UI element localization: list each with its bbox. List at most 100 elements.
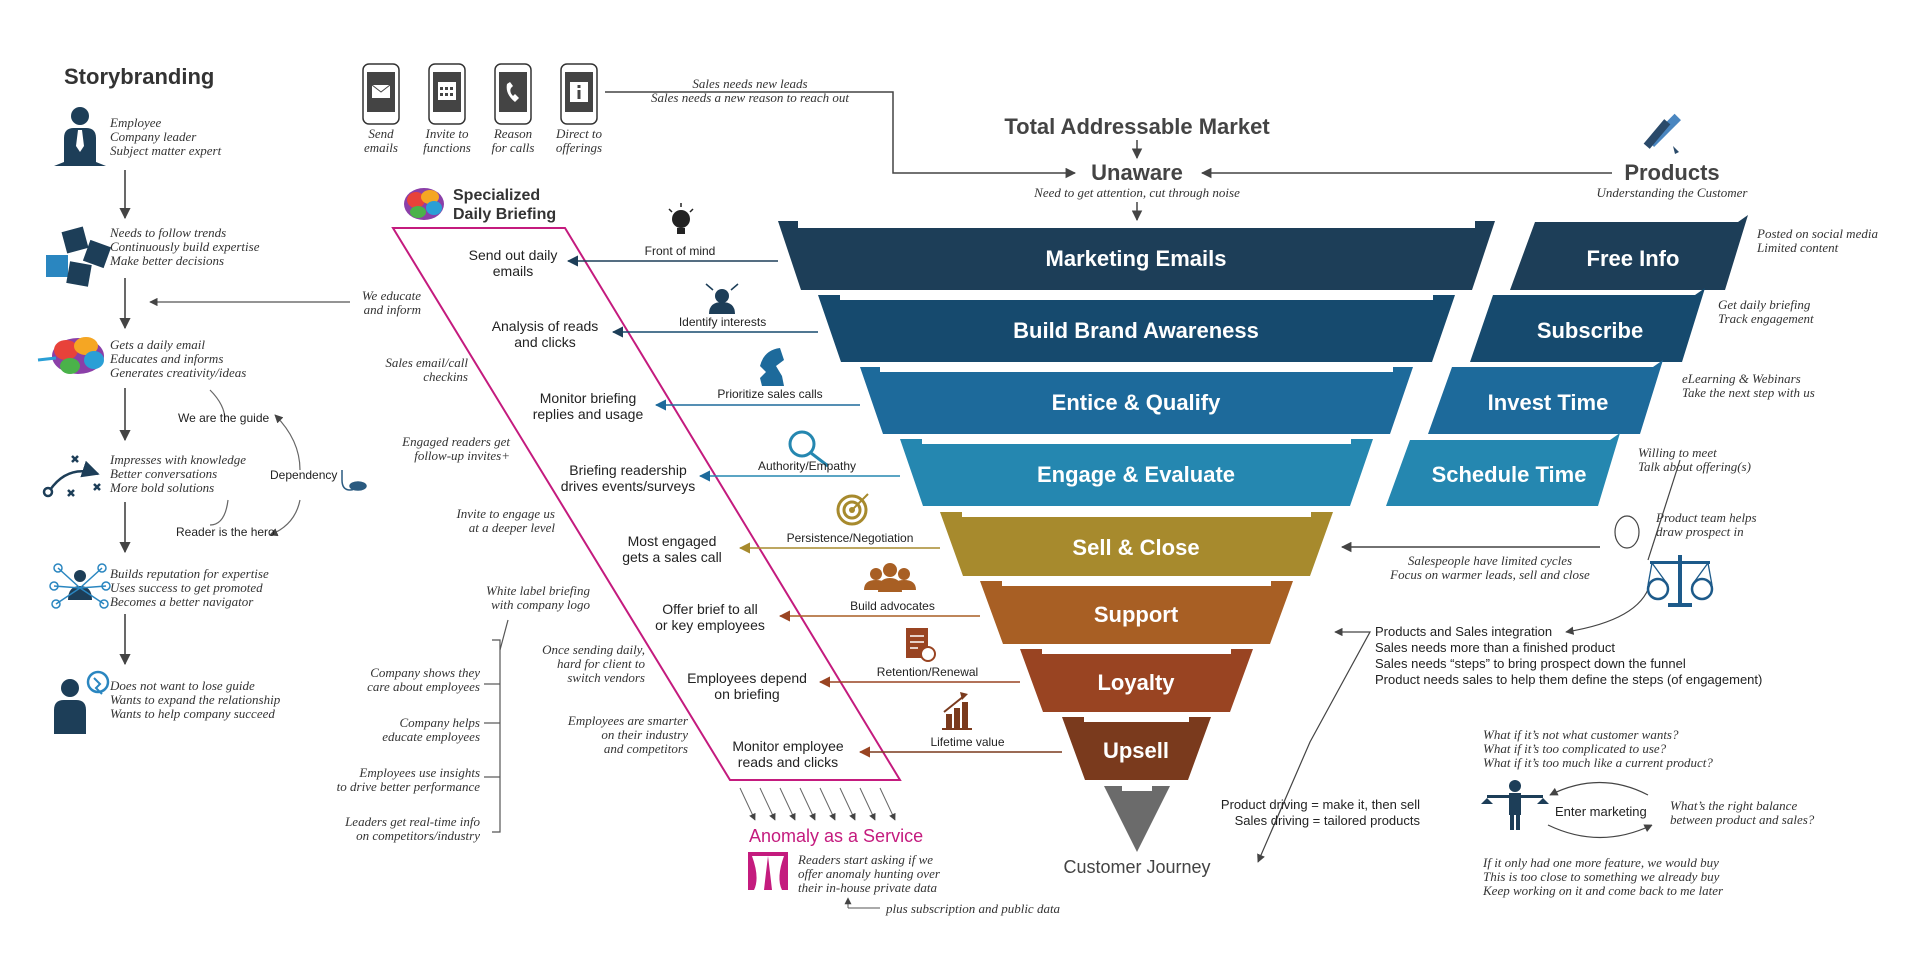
- educate-note: We educate and inform: [361, 288, 421, 317]
- bracket-note-4: Leaders get real-time info on competitor…: [345, 814, 480, 843]
- left-note-2: Engaged readers get follow-up invites+: [402, 434, 510, 463]
- balance-question: What’s the right balance between product…: [1670, 798, 1815, 827]
- tam-title: Total Addressable Market: [1004, 114, 1270, 139]
- puzzle-icon: [46, 226, 112, 287]
- left-note-3: Invite to engage us at a deeper level: [456, 506, 555, 535]
- tactic-label-1: Front of mind: [644, 244, 716, 258]
- briefing-item-6: Offer brief to all or key employees: [655, 601, 765, 633]
- product-band-2: Subscribe: [1536, 318, 1644, 343]
- funnel-band-4: Engage & Evaluate: [1036, 462, 1236, 487]
- main-funnel: [778, 221, 1495, 852]
- scales-icon: [1646, 555, 1714, 607]
- product-band-1: Free Info: [1586, 246, 1680, 271]
- product-note-2: Get daily briefing Track engagement: [1718, 297, 1814, 326]
- plus-subscription-note: plus subscription and public data: [886, 901, 1061, 916]
- product-note-4: Willing to meet Talk about offering(s): [1638, 445, 1751, 474]
- phone-label-2: Invite to functions: [423, 126, 471, 155]
- tactic-arrows: [566, 255, 1062, 758]
- anomaly-arrows: [739, 787, 896, 821]
- bracket-note-3: Employees use insights to drive better p…: [336, 765, 480, 794]
- briefing-item-3: Monitor briefing replies and usage: [532, 390, 644, 422]
- product-funnel: [1386, 215, 1748, 506]
- integration-note: Products and Sales integration Sales nee…: [1375, 624, 1763, 687]
- phone-label-1: Send emails: [364, 126, 398, 155]
- product-team-note: Product team helps draw prospect in: [1656, 510, 1757, 539]
- products-subtitle: Understanding the Customer: [1596, 185, 1748, 200]
- tactic-label-3: Prioritize sales calls: [717, 387, 823, 401]
- phones-group: [362, 63, 598, 125]
- storybranding-step-5: Builds reputation for expertise Uses suc…: [110, 566, 269, 609]
- bracket-note-2: Company helps educate employees: [382, 715, 480, 744]
- product-band-4: Schedule Time: [1431, 462, 1587, 487]
- funnel-band-2: Build Brand Awareness: [1013, 318, 1259, 343]
- colorful-brain-icon: [37, 337, 104, 374]
- fishing-hook-icon: [341, 470, 367, 491]
- funnel-band-6: Support: [1093, 602, 1179, 627]
- funnel-band-7: Loyalty: [1097, 670, 1175, 695]
- dependency-label: Dependency: [270, 468, 338, 482]
- briefing-title: Specialized Daily Briefing: [453, 187, 557, 223]
- storybranding-step-1: Employee Company leader Subject matter e…: [110, 115, 222, 158]
- unaware-title: Unaware: [1091, 160, 1183, 185]
- storybranding-step-6: Does not want to lose guide Wants to exp…: [110, 678, 281, 721]
- hero-label: Reader is the hero: [176, 525, 275, 539]
- customer-journey-label: Customer Journey: [1063, 857, 1211, 877]
- funnel-band-8: Upsell: [1102, 738, 1170, 763]
- phone-label-4: Direct to offerings: [555, 126, 603, 155]
- salespeople-note: Salespeople have limited cycles Focus on…: [1390, 553, 1590, 582]
- products-title: Products: [1624, 160, 1720, 185]
- funnel-band-3: Entice & Qualify: [1051, 390, 1221, 415]
- phone-label-3: Reason for calls: [491, 126, 535, 155]
- strategy-play-icon: [42, 455, 101, 498]
- tactic-label-6: Build advocates: [850, 599, 935, 613]
- dependency-loop: [209, 389, 301, 537]
- enter-marketing-loop: [1547, 782, 1653, 838]
- briefing-item-4: Briefing readership drives events/survey…: [560, 462, 696, 494]
- left-note-4: White label briefing with company logo: [486, 583, 590, 612]
- product-note-3: eLearning & Webinars Take the next step …: [1682, 371, 1815, 400]
- briefing-item-7: Employees depend on briefing: [687, 670, 807, 702]
- funnel-band-1: Marketing Emails: [1045, 246, 1227, 271]
- storybranding-icons: [37, 107, 112, 734]
- storybranding-step-4: Impresses with knowledge Better conversa…: [110, 452, 246, 495]
- what-ifs-note: What if it’s not what customer wants? Wh…: [1483, 727, 1713, 770]
- businessman-icon: [54, 107, 106, 166]
- funnel-band-5: Sell & Close: [1072, 535, 1200, 560]
- tactic-label-4: Authority/Empathy: [757, 459, 857, 473]
- aaas-text: Readers start asking if we offer anomaly…: [798, 852, 940, 895]
- bracket-note-1: Company shows they care about employees: [367, 665, 480, 694]
- product-note-1: Posted on social media Limited content: [1757, 226, 1878, 255]
- tactic-icons: [668, 203, 972, 730]
- aaas-title: Anomaly as a Service: [749, 826, 924, 846]
- left-note-5: Once sending daily, hard for client to s…: [542, 642, 645, 685]
- left-note-1: Sales email/call checkins: [385, 355, 468, 384]
- briefing-item-2: Analysis of reads and clicks: [491, 318, 599, 350]
- notes-bracket: [484, 619, 509, 833]
- unaware-subtitle: Need to get attention, cut through noise: [1034, 185, 1240, 200]
- objections-note: If it only had one more feature, we woul…: [1483, 855, 1724, 898]
- balance-person-icon: [1481, 780, 1549, 830]
- tactic-label-5: Persistence/Negotiation: [786, 531, 914, 545]
- tactic-label-2: Identify interests: [678, 315, 767, 329]
- curtain-icon: [748, 852, 788, 890]
- briefing-parallelogram: [391, 227, 902, 781]
- driving-note: Product driving = make it, then sell Sal…: [1220, 797, 1420, 828]
- briefing-item-8: Monitor employee reads and clicks: [732, 738, 844, 770]
- leads-arrow: [605, 91, 1077, 179]
- briefing-item-5: Most engaged gets a sales call: [622, 533, 722, 565]
- product-band-3: Invest Time: [1487, 390, 1609, 415]
- briefing-item-1: Send out daily emails: [468, 247, 558, 279]
- tactic-label-8: Lifetime value: [930, 735, 1005, 749]
- storybranding-step-3: Gets a daily email Educates and informs …: [110, 337, 247, 380]
- brain-icon: [404, 188, 444, 220]
- enter-marketing-label: Enter marketing: [1555, 804, 1647, 819]
- idea-person-icon: [54, 670, 110, 734]
- design-tools-icon: [1643, 113, 1681, 154]
- network-person-icon: [49, 563, 111, 609]
- guide-label: We are the guide: [178, 411, 270, 425]
- storybranding-title: Storybranding: [64, 64, 215, 89]
- leads-note: Sales needs new leads Sales needs a new …: [651, 76, 849, 105]
- left-note-6: Employees are smarter on their industry …: [567, 713, 688, 756]
